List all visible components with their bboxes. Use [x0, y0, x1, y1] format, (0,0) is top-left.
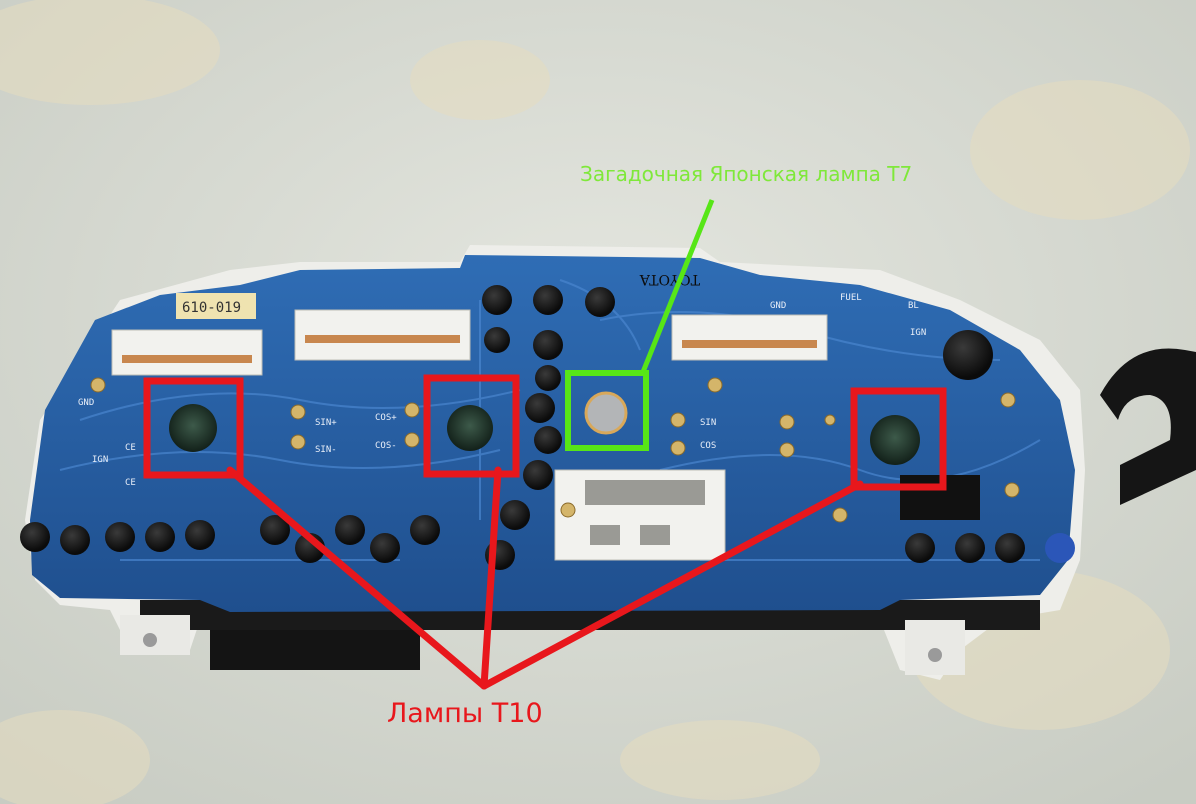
svg-text:COS+: COS+: [375, 413, 397, 423]
t7-lamp-socket: [584, 391, 628, 435]
t7-pointer-line: [640, 199, 715, 373]
svg-text:BL: BL: [908, 301, 919, 311]
t7-highlight-box: [565, 370, 649, 451]
svg-text:FUEL: FUEL: [840, 293, 862, 303]
svg-text:SIN: SIN: [700, 418, 716, 428]
t10-lamp-left: [169, 404, 217, 452]
t10-box-middle: [423, 374, 520, 478]
part-number-sticker: 610-019: [176, 293, 256, 319]
t10-highlight-boxes: [143, 374, 947, 491]
connector-pins: [122, 335, 817, 363]
t10-lamps-label: Лампы T10: [387, 698, 543, 729]
connector-slots: [585, 480, 705, 545]
pcb-pin-labels: GND SIN+ SIN- COS+ COS- IGN FUEL BL GND …: [78, 293, 926, 488]
svg-text:GND: GND: [770, 301, 786, 311]
black-sockets: [20, 285, 1025, 570]
svg-text:CE: CE: [125, 478, 136, 488]
svg-text:GND: GND: [78, 398, 94, 408]
svg-text:COS: COS: [700, 441, 716, 451]
brand-print: TOYOTA: [639, 271, 700, 287]
svg-text:IGN: IGN: [92, 455, 108, 465]
svg-text:COS-: COS-: [375, 441, 397, 451]
t10-lamp-middle: [447, 405, 493, 451]
sticker-text: 610-019: [182, 300, 241, 316]
svg-text:CE: CE: [125, 443, 136, 453]
fabric-digit-graphic: [1100, 348, 1196, 505]
t10-box-right: [850, 387, 947, 491]
t10-lamp-sockets: [169, 404, 920, 465]
svg-text:SIN-: SIN-: [315, 445, 337, 455]
t7-lamp-label: Загадочная Японская лампа T7: [580, 162, 913, 186]
blue-socket: [1045, 533, 1075, 563]
t10-lamp-right: [870, 415, 920, 465]
screw-terminals: [90, 377, 1020, 523]
svg-text:IGN: IGN: [910, 328, 926, 338]
t10-box-left: [143, 377, 244, 479]
t10-pointer-lines: [226, 466, 864, 690]
svg-text:SIN+: SIN+: [315, 418, 337, 428]
